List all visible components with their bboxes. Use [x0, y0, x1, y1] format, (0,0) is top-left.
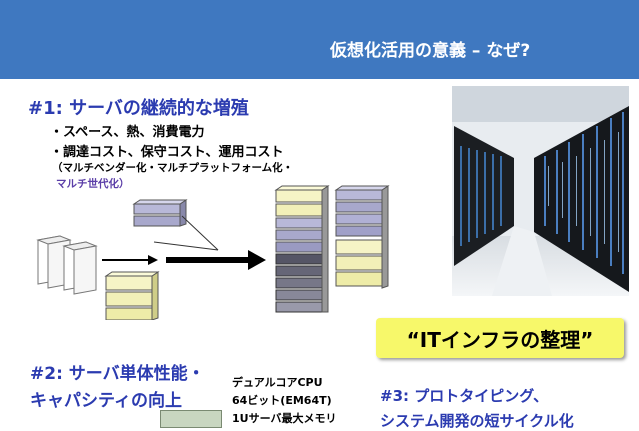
spec-dual-core: デュアルコアCPU: [232, 376, 323, 389]
rack-right: [334, 185, 390, 289]
note-line2: マルチ世代化）: [56, 178, 130, 190]
rack-left: [274, 185, 330, 313]
section3-heading-line1: #3: プロトタイピング、: [380, 387, 549, 405]
callout-box: “ITインフラの整理”: [376, 318, 624, 358]
slide-title: 仮想化活用の意義 – なぜ?: [330, 41, 531, 61]
section1-heading: #1: サーバの継続的な増殖: [28, 98, 249, 119]
server-stack-purple: [132, 199, 188, 227]
server-diagram: [36, 185, 390, 320]
section3-heading-line2: システム開発の短サイクル化: [380, 412, 574, 430]
bullet-cost: ・調達コスト、保守コスト、運用コスト: [50, 145, 284, 160]
note-line1: （マルチベンダー化・マルチプラットフォーム化・: [52, 162, 294, 174]
server-box-white-2: [62, 241, 98, 295]
spec-64bit: 64ビット(EM64T): [232, 394, 332, 407]
arrow-line-purple: [181, 215, 219, 251]
chip-image: [160, 410, 222, 428]
datacenter-photo: [452, 86, 629, 296]
arrow-line-yellow: [153, 241, 219, 251]
section2-heading-line2: キャパシティの向上: [30, 391, 182, 411]
spec-memory: 1Uサーバ最大メモリ: [232, 412, 337, 425]
server-stack-yellow: [104, 271, 160, 320]
header-bar: 仮想化活用の意義 – なぜ?: [0, 0, 639, 79]
callout-text: “ITインフラの整理”: [406, 328, 594, 352]
bullet-space: ・スペース、熱、消費電力: [50, 125, 205, 140]
section2-heading-line1: #2: サーバ単体性能・: [30, 364, 205, 384]
